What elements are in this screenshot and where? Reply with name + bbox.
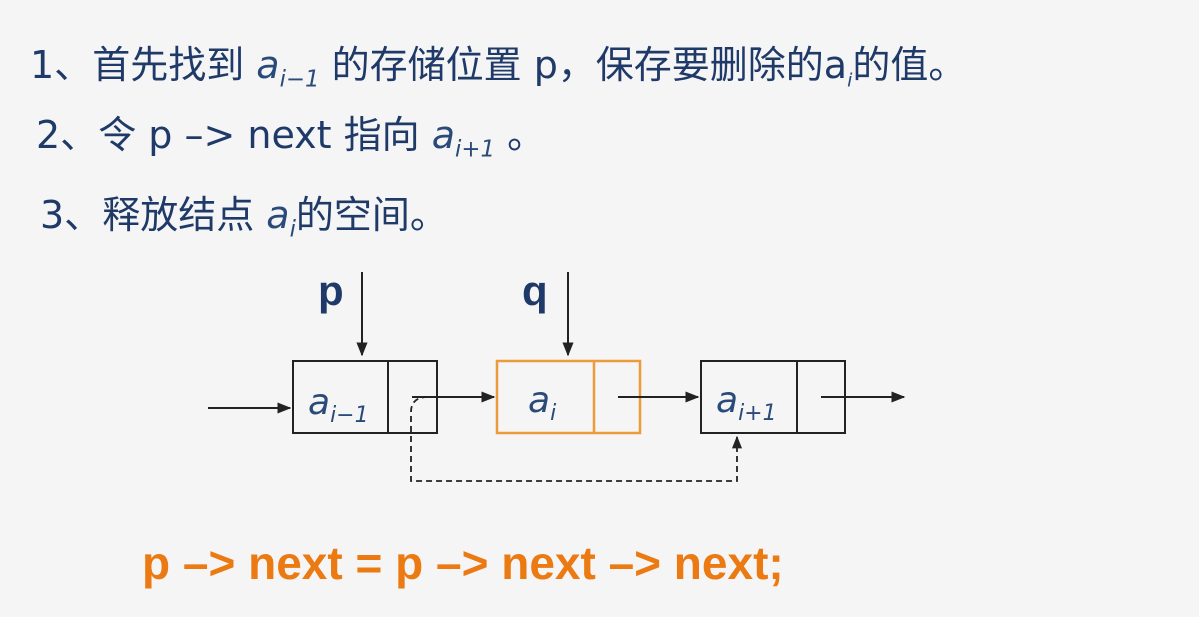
step-1: 1、首先找到 ai−1 的存储位置 p，保存要删除的ai的值。	[30, 46, 966, 91]
step-2-text-a: 令 p –> next 指向	[98, 113, 432, 157]
pointer-q-label: q	[522, 267, 548, 314]
node-a-i-plus-1-sub: i+1	[738, 401, 777, 426]
step-2-number: 2、	[36, 113, 99, 157]
node-a-i-minus-1-sub: i−1	[330, 403, 369, 428]
step-3: 3、释放结点 ai的空间。	[40, 196, 448, 241]
step-1-text-b: 的存储位置 p，保存要删除的a	[319, 43, 848, 87]
step-3-math-base: a	[266, 193, 290, 237]
node-a-i-sub: i	[550, 401, 556, 426]
step-1-math: ai−1	[256, 43, 319, 91]
code-statement: p –> next = p –> next –> next;	[142, 537, 784, 589]
step-1-math-sub: i−1	[279, 66, 320, 93]
step-1-sub-small: i	[847, 69, 853, 92]
step-3-math: ai	[266, 193, 296, 241]
step-3-number: 3、	[40, 193, 103, 237]
node-a-i-minus-1-base: a	[308, 382, 330, 423]
step-2-math: ai+1	[431, 113, 495, 161]
node-a-i-plus-1: ai+1	[700, 360, 846, 434]
node-a-i-base: a	[528, 380, 550, 421]
step-3-math-sub: i	[289, 216, 296, 243]
node-a-i-minus-1: ai−1	[292, 360, 438, 434]
step-2-math-base: a	[431, 113, 456, 157]
step-2-text-b: 。	[494, 113, 546, 157]
step-3-text-a: 释放结点	[102, 193, 267, 237]
pointer-p-label: p	[318, 267, 344, 314]
step-2-math-sub: i+1	[455, 136, 495, 163]
node-a-i-plus-1-base: a	[716, 380, 738, 421]
step-1-number: 1、	[30, 43, 93, 87]
node-a-i-minus-1-label: ai−1	[308, 382, 369, 428]
step-3-text-b: 的空间。	[295, 193, 448, 237]
node-a-i-plus-1-label: ai+1	[716, 380, 777, 426]
step-2: 2、令 p –> next 指向 ai+1 。	[36, 116, 545, 161]
step-1-text-c: 的值。	[852, 43, 967, 87]
step-1-math-base: a	[256, 43, 280, 87]
bypass-dashed-link	[410, 396, 743, 482]
step-1-text-a: 首先找到	[92, 43, 257, 87]
node-a-i-label: ai	[528, 380, 556, 426]
